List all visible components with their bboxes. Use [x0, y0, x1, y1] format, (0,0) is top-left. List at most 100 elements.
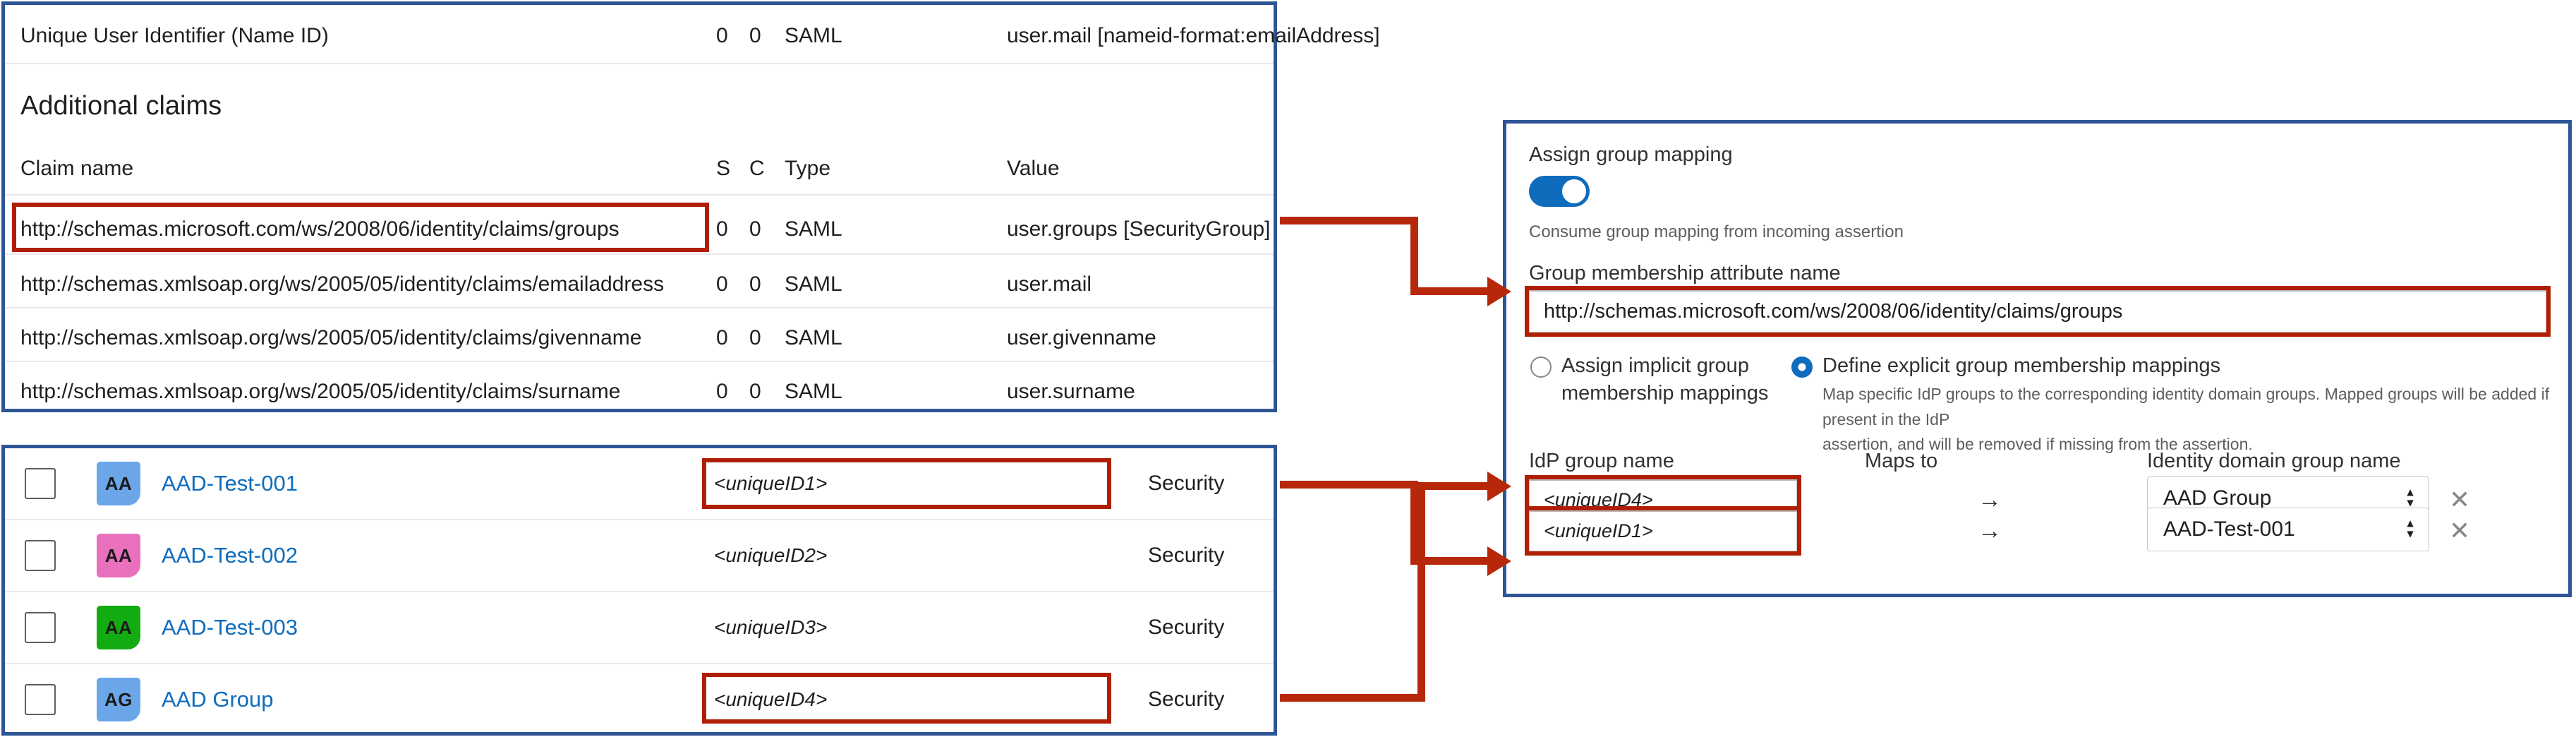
radio-implicit-label-line2: membership mappings — [1561, 382, 1769, 405]
attribute-name-input[interactable]: http://schemas.microsoft.com/ws/2008/06/… — [1529, 290, 2546, 332]
row-divider — [5, 307, 1274, 308]
highlight-unique-id-4 — [702, 673, 1111, 724]
connector-line — [1417, 482, 1506, 490]
connector-arrowhead — [1487, 472, 1511, 501]
group-avatar: AA — [97, 606, 140, 649]
claim-row[interactable]: http://schemas.xmlsoap.org/ws/2005/05/id… — [5, 373, 1274, 410]
claim-c: 0 — [749, 272, 761, 296]
connector-arrowhead — [1487, 277, 1511, 306]
connector-line — [1280, 694, 1425, 702]
claim-row[interactable]: http://schemas.microsoft.com/ws/2008/06/… — [5, 211, 1274, 248]
group-checkbox[interactable] — [25, 612, 56, 643]
radio-explicit-label: Define explicit group membership mapping… — [1822, 354, 2221, 377]
claim-c: 0 — [749, 326, 761, 349]
group-unique-id: <uniqueID1> — [714, 472, 828, 494]
group-list-item[interactable]: AA AAD-Test-003 <uniqueID3> Security — [5, 592, 1274, 663]
group-list-item[interactable]: AG AAD Group <uniqueID4> Security — [5, 664, 1274, 735]
claim-s: 0 — [716, 272, 728, 296]
group-list-item[interactable]: AA AAD-Test-002 <uniqueID2> Security — [5, 520, 1274, 591]
radio-explicit-description-line2: assertion, and will be removed if missin… — [1822, 435, 2253, 454]
radio-implicit-mappings[interactable] — [1530, 356, 1552, 378]
claim-c: 0 — [749, 380, 761, 403]
avatar-initials: AA — [104, 472, 133, 494]
radio-implicit-label-line1: Assign implicit group — [1561, 354, 1749, 377]
group-row-divider — [5, 519, 1274, 520]
assign-group-mapping-toggle[interactable] — [1529, 176, 1590, 207]
group-unique-id: <uniqueID2> — [714, 544, 828, 566]
claim-name: http://schemas.xmlsoap.org/ws/2005/05/id… — [20, 326, 642, 349]
claim-s: 0 — [716, 380, 728, 403]
identity-domain-group-select[interactable]: AAD-Test-001 ▲▼ — [2147, 508, 2429, 551]
group-name-link[interactable]: AAD-Test-001 — [162, 471, 298, 496]
nameid-row[interactable]: Unique User Identifier (Name ID) 0 0 SAM… — [5, 18, 1380, 54]
claim-value: user.givenname — [1007, 326, 1156, 349]
group-unique-id: <uniqueID3> — [714, 616, 828, 638]
remove-mapping-button[interactable]: ✕ — [2449, 516, 2471, 545]
radio-explicit-mappings[interactable] — [1791, 356, 1813, 378]
connector-arrowhead — [1487, 546, 1511, 576]
group-avatar: AG — [97, 678, 140, 721]
group-row-divider — [5, 663, 1274, 664]
claim-type: SAML — [785, 326, 842, 349]
claim-s: 0 — [716, 217, 728, 241]
claim-value: user.mail — [1007, 272, 1092, 296]
claim-name: http://schemas.microsoft.com/ws/2008/06/… — [20, 217, 619, 241]
group-unique-id: <uniqueID4> — [714, 688, 828, 710]
row-divider — [5, 63, 1274, 64]
group-checkbox[interactable] — [25, 684, 56, 715]
group-list-item[interactable]: AA AAD-Test-001 <uniqueID1> Security — [5, 448, 1274, 519]
connector-line — [1410, 287, 1506, 295]
idp-group-input[interactable]: <uniqueID1> — [1529, 510, 1797, 551]
highlight-attribute-name — [1525, 286, 2551, 337]
column-header-identity-domain-group-name: Identity domain group name — [2147, 450, 2401, 472]
connector-line — [1280, 217, 1418, 224]
claim-name: http://schemas.xmlsoap.org/ws/2005/05/id… — [20, 272, 665, 296]
highlight-groups-claim — [12, 203, 709, 252]
group-type: Security — [1148, 472, 1225, 495]
highlight-unique-id-1 — [702, 458, 1111, 509]
nameid-s-value: 0 — [716, 24, 728, 47]
remove-mapping-button[interactable]: ✕ — [2449, 485, 2471, 514]
group-type: Security — [1148, 616, 1225, 639]
group-checkbox[interactable] — [25, 468, 56, 499]
group-name-link[interactable]: AAD-Test-002 — [162, 543, 298, 568]
toggle-caption: Consume group mapping from incoming asse… — [1529, 222, 1904, 241]
group-type: Security — [1148, 544, 1225, 567]
nameid-c-value: 0 — [749, 24, 761, 47]
nameid-claim-name: Unique User Identifier (Name ID) — [20, 24, 329, 47]
maps-to-arrow-icon: → — [1978, 517, 2002, 544]
group-mapping-panel: Assign group mapping Consume group mappi… — [1503, 120, 2572, 597]
additional-claims-title: Additional claims — [20, 91, 222, 121]
connector-line — [1280, 481, 1418, 489]
claim-row[interactable]: http://schemas.xmlsoap.org/ws/2005/05/id… — [5, 320, 1274, 356]
connector-line — [1410, 481, 1418, 565]
claim-type: SAML — [785, 217, 842, 241]
claim-name: http://schemas.xmlsoap.org/ws/2005/05/id… — [20, 380, 621, 403]
highlight-idp-group-2 — [1525, 506, 1801, 556]
claims-panel: Unique User Identifier (Name ID) 0 0 SAM… — [1, 1, 1380, 412]
header-value: Value — [1007, 157, 1060, 180]
row-divider — [5, 194, 1274, 196]
group-avatar: AA — [97, 534, 140, 577]
nameid-value: user.mail [nameid-format:emailAddress] — [1007, 24, 1380, 47]
column-header-maps-to: Maps to — [1865, 450, 1938, 472]
avatar-initials: AA — [104, 616, 133, 638]
row-divider — [5, 361, 1274, 362]
group-row-divider — [5, 591, 1274, 592]
claim-row[interactable]: http://schemas.xmlsoap.org/ws/2005/05/id… — [5, 266, 1274, 303]
header-s: S — [716, 157, 731, 180]
groups-list-panel: AA AAD-Test-001 <uniqueID1> Security AA … — [1, 445, 1277, 736]
nameid-type: SAML — [785, 24, 842, 47]
group-type: Security — [1148, 688, 1225, 711]
chevron-updown-icon[interactable]: ▲▼ — [2405, 486, 2416, 510]
group-name-link[interactable]: AAD-Test-003 — [162, 615, 298, 640]
claim-s: 0 — [716, 326, 728, 349]
group-name-link[interactable]: AAD Group — [162, 687, 274, 712]
claim-c: 0 — [749, 217, 761, 241]
group-checkbox[interactable] — [25, 540, 56, 571]
connector-line — [1410, 217, 1418, 295]
chevron-updown-icon[interactable]: ▲▼ — [2405, 517, 2416, 541]
claim-value: user.groups [SecurityGroup] — [1007, 217, 1271, 241]
header-type: Type — [785, 157, 831, 180]
